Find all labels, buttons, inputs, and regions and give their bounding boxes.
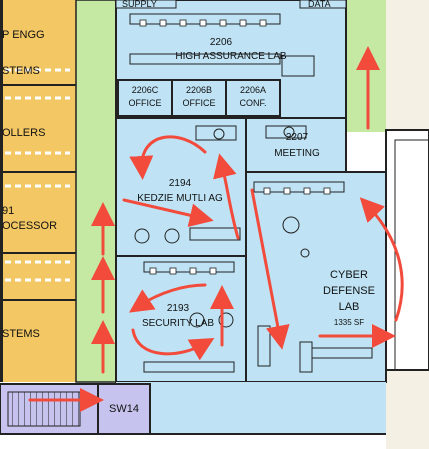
cyber-lab-area: 1335 SF xyxy=(334,318,364,327)
top-cut-label-1: SUPPLY xyxy=(122,0,157,9)
green-corridor-right xyxy=(346,0,386,132)
left-label-ocessor: OCESSOR xyxy=(2,220,57,232)
arrow-2193-lower xyxy=(131,328,215,361)
room-2193-number: 2193 xyxy=(167,303,190,314)
left-yellow-rooms xyxy=(0,0,76,382)
left-label-stems-2: STEMS xyxy=(2,328,40,340)
sw14-label: SW14 xyxy=(109,403,139,415)
cyber-lab-line-1: CYBER xyxy=(330,269,368,281)
room-2206a-number: 2206A xyxy=(240,85,266,95)
room-2206b-name: OFFICE xyxy=(183,98,216,108)
room-2194-name: KEDZIE MUTLI AG xyxy=(137,193,223,204)
arrow-2194-to-2207 xyxy=(213,153,240,240)
arrow-2194-loop xyxy=(129,135,207,180)
arrow-cyber-down xyxy=(250,188,290,350)
left-label-91: 91 xyxy=(2,205,14,217)
left-label-ollers: OLLERS xyxy=(2,127,45,139)
top-cut-label-2: DATA xyxy=(308,0,331,9)
room-2193-name: SECURITY LAB xyxy=(142,318,214,329)
room-2206-name: HIGH ASSURANCE LAB xyxy=(175,51,286,62)
room-2206-number: 2206 xyxy=(210,37,233,48)
room-2206a-name: CONF. xyxy=(240,98,267,108)
chairs xyxy=(139,19,331,275)
green-corridor-left xyxy=(76,0,116,382)
left-label-stems-1: STEMS xyxy=(2,65,40,77)
left-label-p-engg: P ENGG xyxy=(2,29,45,41)
arrow-2193-upper xyxy=(129,283,207,313)
room-2206c-name: OFFICE xyxy=(129,98,162,108)
cyber-lower-blue xyxy=(116,382,386,434)
room-2206a xyxy=(225,79,281,117)
cyber-lab-line-2: DEFENSE xyxy=(323,285,375,297)
yellow-room-desks xyxy=(5,68,70,282)
furniture xyxy=(129,13,373,373)
room-2206c-number: 2206C xyxy=(132,85,159,95)
room-2207-name: MEETING xyxy=(274,148,320,159)
room-2194 xyxy=(115,117,247,257)
room-2194-number: 2194 xyxy=(169,178,192,189)
room-2207 xyxy=(245,117,347,173)
flow-arrows xyxy=(28,46,404,412)
room-2207-number: 2207 xyxy=(286,132,309,143)
room-2193 xyxy=(115,255,247,383)
room-2206b-number: 2206B xyxy=(186,85,212,95)
left-room-partition xyxy=(0,0,3,382)
cyber-lab-line-3: LAB xyxy=(339,301,360,313)
arrow-2194-in xyxy=(122,198,214,227)
arrow-cyber-curve xyxy=(359,197,404,322)
